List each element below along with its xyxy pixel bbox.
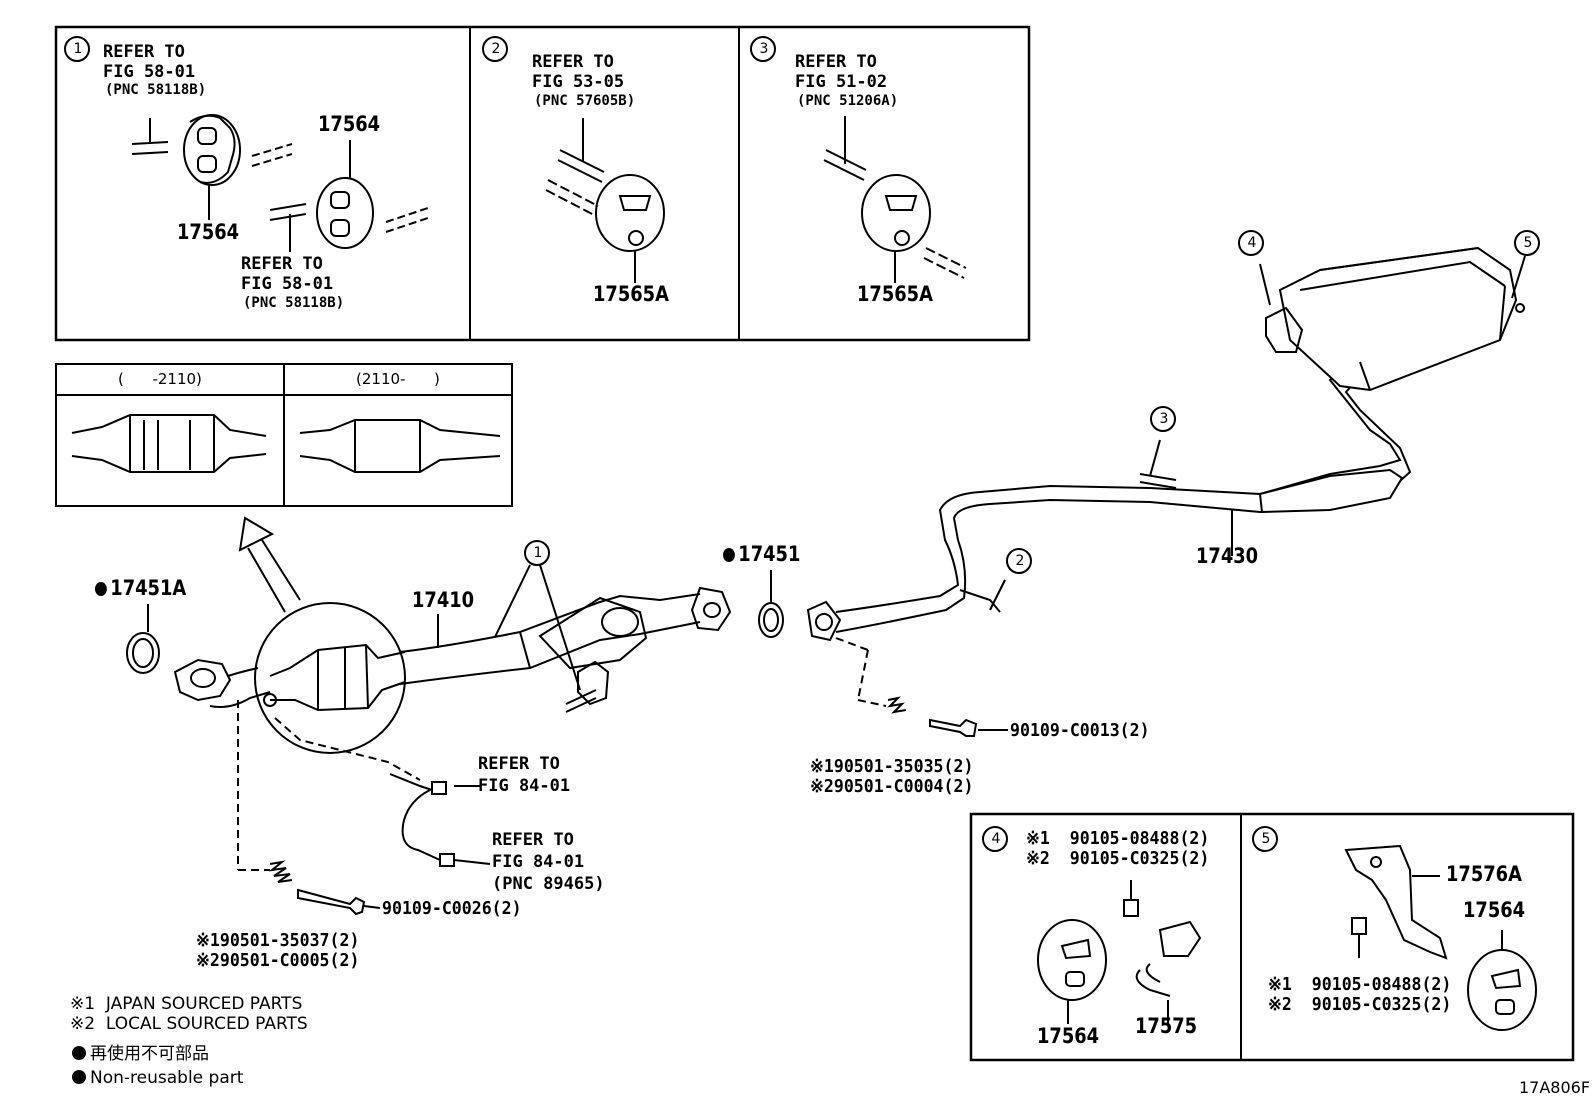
callout-2: 2 (1006, 548, 1032, 574)
inset5-bolt-2: ※2 90105-C0325(2) (1268, 994, 1452, 1015)
inset1-part-a: 17564 (318, 112, 381, 136)
oxygen-sensor (389, 773, 491, 867)
inset3-number: 3 (759, 41, 769, 57)
gasket-17451 (758, 570, 784, 638)
inset1-ref2-pnc: (PNC 58118B) (243, 295, 345, 311)
front-pipe-17410 (173, 586, 732, 754)
tail-pipe-label: 17430 (1196, 544, 1259, 568)
inset5-number-circle: 5 (1252, 826, 1278, 852)
legend-local: ※2 LOCAL SOURCED PARTS (70, 1014, 308, 1034)
sensor-ref1-line2: FIG 84-01 (478, 776, 571, 796)
inset1-part-b: 17564 (177, 220, 240, 244)
sensor-ref2-pnc: (PNC 89465) (492, 874, 605, 894)
inset1-ref2-line2: FIG 58-01 (241, 274, 334, 294)
inset4-number-circle: 4 (982, 826, 1008, 852)
spring-rear-label-2: ※290501-C0004(2) (810, 776, 974, 797)
callout-3: 3 (1150, 406, 1176, 432)
spring-front-label-2: ※290501-C0005(2) (196, 950, 360, 971)
inset1-number-circle: 1 (64, 36, 90, 62)
inset1-number: 1 (73, 41, 83, 57)
inset2-ref-pnc: (PNC 57605B) (534, 93, 636, 109)
inset5-bolt-1: ※1 90105-08488(2) (1268, 974, 1452, 995)
variant-right-header: (2110- ) (356, 370, 440, 388)
bolt-rear-label: 90109-C0013(2) (1010, 720, 1150, 741)
callout-1: 1 (524, 540, 550, 566)
legend-japan: ※1 JAPAN SOURCED PARTS (70, 994, 303, 1014)
gasket-17451a (126, 604, 160, 674)
inset3-part: 17565A (857, 282, 933, 306)
legend-nonreusable-en: Non-reusable part (72, 1070, 243, 1087)
inset4-bolt-2: ※2 90105-C0325(2) (1026, 848, 1210, 869)
diagram-code: 17A806F (1519, 1078, 1591, 1097)
inset4-parts (1037, 880, 1202, 1024)
inset3-ref-pnc: (PNC 51206A) (797, 93, 899, 109)
gasket-17451-label: 17451 (723, 544, 800, 565)
inset5-number: 5 (1261, 831, 1271, 847)
sensor-ref1-line1: REFER TO (478, 754, 560, 774)
inset1-ref1-pnc: (PNC 58118B) (105, 82, 207, 98)
inset2-ref-line2: FIG 53-05 (532, 72, 625, 92)
nonreusable-dot-icon (72, 1046, 86, 1060)
nonreusable-dot-icon (723, 548, 735, 562)
nonreusable-dot-icon (95, 582, 107, 596)
inset3-number-circle: 3 (750, 36, 776, 62)
tail-pipe-17430 (806, 246, 1526, 642)
inset3-ref-line2: FIG 51-02 (795, 72, 888, 92)
bolt-front-label: 90109-C0026(2) (382, 898, 522, 919)
nonreusable-dot-icon (72, 1070, 86, 1084)
inset-box-bottom (969, 812, 1575, 1062)
variant-left-header: ( -2110) (118, 370, 202, 388)
inset2-number: 2 (491, 41, 501, 57)
inset1-ref1-line2: FIG 58-01 (103, 62, 196, 82)
inset3-hanger (823, 116, 967, 283)
inset1-hanger-b (269, 140, 429, 252)
inset1-ref1-line1: REFER TO (103, 42, 185, 62)
inset-box-top (54, 25, 1031, 342)
sensor-ref2-line2: FIG 84-01 (492, 852, 585, 872)
gasket-17451a-label: 17451A (95, 578, 186, 599)
callout-1-leaders (494, 564, 581, 691)
inset5-bracket: 17576A (1446, 862, 1522, 886)
inset5-part: 17564 (1463, 898, 1526, 922)
inset2-number-circle: 2 (482, 36, 508, 62)
dashed-leaders (237, 637, 887, 871)
spring-front-label-1: ※190501-35037(2) (196, 930, 360, 951)
spring-rear-label-1: ※190501-35035(2) (810, 756, 974, 777)
inset2-part: 17565A (593, 282, 669, 306)
inset1-ref2-line1: REFER TO (241, 254, 323, 274)
inset4-part-b: 17575 (1135, 1014, 1198, 1038)
callout-5: 5 (1514, 230, 1540, 256)
front-pipe-label: 17410 (412, 588, 475, 612)
inset1-hanger-a (131, 114, 293, 220)
inset4-bolt-1: ※1 90105-08488(2) (1026, 828, 1210, 849)
inset2-hanger (545, 118, 665, 283)
bolt-front (268, 860, 381, 916)
inset3-ref-line1: REFER TO (795, 52, 877, 72)
bolt-rear (887, 696, 1008, 737)
sensor-ref2-line1: REFER TO (492, 830, 574, 850)
inset4-part-a: 17564 (1037, 1024, 1100, 1048)
legend-nonreusable-jp: 再使用不可部品 (72, 1046, 209, 1063)
callout-4: 4 (1238, 230, 1264, 256)
variant-box (55, 363, 513, 507)
inset2-ref-line1: REFER TO (532, 52, 614, 72)
variant-arrow (238, 516, 301, 613)
inset5-parts (1344, 844, 1537, 1031)
inset4-number: 4 (991, 831, 1001, 847)
